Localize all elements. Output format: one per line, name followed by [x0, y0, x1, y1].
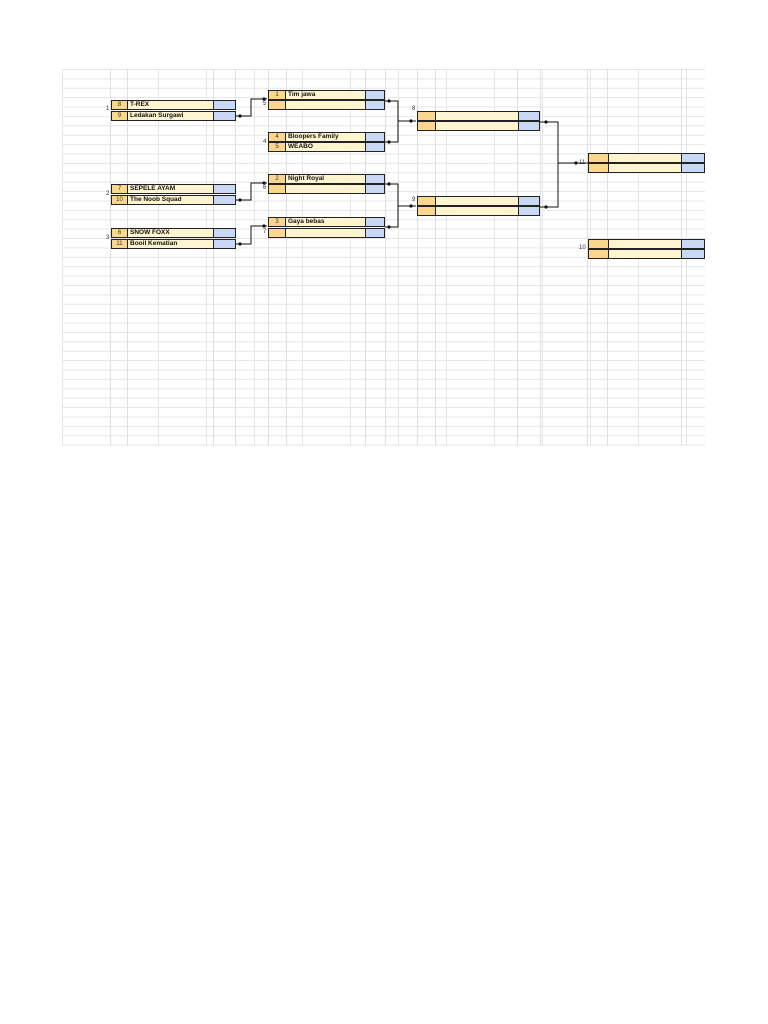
team-name-cell[interactable]: [608, 153, 682, 163]
score-cell[interactable]: [213, 111, 236, 121]
column-divider: [235, 69, 236, 446]
score-cell[interactable]: [365, 100, 385, 110]
team-name-cell[interactable]: Booil Kematian: [127, 239, 214, 249]
column-divider: [365, 69, 366, 446]
score-cell[interactable]: [681, 153, 705, 163]
score-cell[interactable]: [365, 174, 385, 184]
score-cell[interactable]: [213, 100, 236, 110]
match-number: 7: [263, 229, 267, 235]
seed-cell: 2: [268, 174, 286, 184]
team-name-cell[interactable]: [435, 206, 519, 216]
match-number: 3: [106, 235, 110, 241]
team-name-cell[interactable]: Bloopers Family: [285, 132, 366, 142]
match-number: 6: [263, 185, 267, 191]
team-name-cell[interactable]: [285, 184, 366, 194]
seed-cell: 11: [111, 239, 128, 249]
score-cell[interactable]: [213, 184, 236, 194]
score-cell[interactable]: [365, 90, 385, 100]
score-cell[interactable]: [518, 121, 540, 131]
seed-cell: [268, 184, 286, 194]
team-name-cell[interactable]: SEPELE AYAM: [127, 184, 214, 194]
seed-cell: [588, 249, 609, 259]
score-cell[interactable]: [365, 228, 385, 238]
score-cell[interactable]: [365, 217, 385, 227]
seed-cell: 9: [111, 111, 128, 121]
team-name-cell[interactable]: [285, 100, 366, 110]
column-divider: [268, 69, 269, 446]
score-cell[interactable]: [365, 184, 385, 194]
column-divider: [213, 69, 214, 446]
team-name-cell[interactable]: Gaya bebas: [285, 217, 366, 227]
team-name-cell[interactable]: [608, 249, 682, 259]
match-number: 4: [263, 139, 267, 145]
score-cell[interactable]: [681, 249, 705, 259]
match-number: 10: [579, 245, 586, 251]
column-divider: [435, 69, 436, 446]
score-cell[interactable]: [213, 228, 236, 238]
seed-cell: 3: [268, 217, 286, 227]
seed-cell: [588, 153, 609, 163]
seed-cell: [417, 206, 436, 216]
seed-cell: 7: [111, 184, 128, 194]
seed-cell: 5: [268, 142, 286, 152]
team-name-cell[interactable]: [435, 196, 519, 206]
team-name-cell[interactable]: Night Royal: [285, 174, 366, 184]
seed-cell: [268, 228, 286, 238]
match-number: 9: [412, 197, 416, 203]
column-divider: [286, 69, 287, 446]
score-cell[interactable]: [518, 196, 540, 206]
seed-cell: 6: [111, 228, 128, 238]
seed-cell: [417, 196, 436, 206]
team-name-cell[interactable]: T-REX: [127, 100, 214, 110]
match-number: 11: [579, 160, 586, 166]
team-name-cell[interactable]: [435, 111, 519, 121]
score-cell[interactable]: [213, 195, 236, 205]
score-cell[interactable]: [681, 163, 705, 173]
score-cell[interactable]: [365, 132, 385, 142]
team-name-cell[interactable]: WEABO: [285, 142, 366, 152]
match-number: 2: [106, 191, 110, 197]
score-cell[interactable]: [518, 206, 540, 216]
team-name-cell[interactable]: [608, 239, 682, 249]
column-divider: [127, 69, 128, 446]
team-name-cell[interactable]: [608, 163, 682, 173]
seed-cell: 1: [268, 90, 286, 100]
seed-cell: [588, 239, 609, 249]
team-name-cell[interactable]: Ledakan Surgawi: [127, 111, 214, 121]
team-name-cell[interactable]: [435, 121, 519, 131]
match-number: 8: [412, 106, 416, 112]
column-divider: [417, 69, 418, 446]
team-name-cell[interactable]: The Noob Squad: [127, 195, 214, 205]
column-divider: [587, 69, 588, 446]
team-name-cell[interactable]: SNOW FOXX: [127, 228, 214, 238]
score-cell[interactable]: [518, 111, 540, 121]
team-name-cell[interactable]: Tim jawa: [285, 90, 366, 100]
score-cell[interactable]: [365, 142, 385, 152]
column-divider: [385, 69, 386, 446]
seed-cell: [417, 111, 436, 121]
team-name-cell[interactable]: [285, 228, 366, 238]
seed-cell: [268, 100, 286, 110]
seed-cell: 10: [111, 195, 128, 205]
match-number: 1: [106, 106, 110, 112]
score-cell[interactable]: [213, 239, 236, 249]
column-divider: [110, 69, 111, 446]
seed-cell: 8: [111, 100, 128, 110]
score-cell[interactable]: [681, 239, 705, 249]
seed-cell: 4: [268, 132, 286, 142]
column-divider: [517, 69, 518, 446]
seed-cell: [417, 121, 436, 131]
seed-cell: [588, 163, 609, 173]
match-number: 5: [263, 101, 267, 107]
column-divider: [540, 69, 541, 446]
